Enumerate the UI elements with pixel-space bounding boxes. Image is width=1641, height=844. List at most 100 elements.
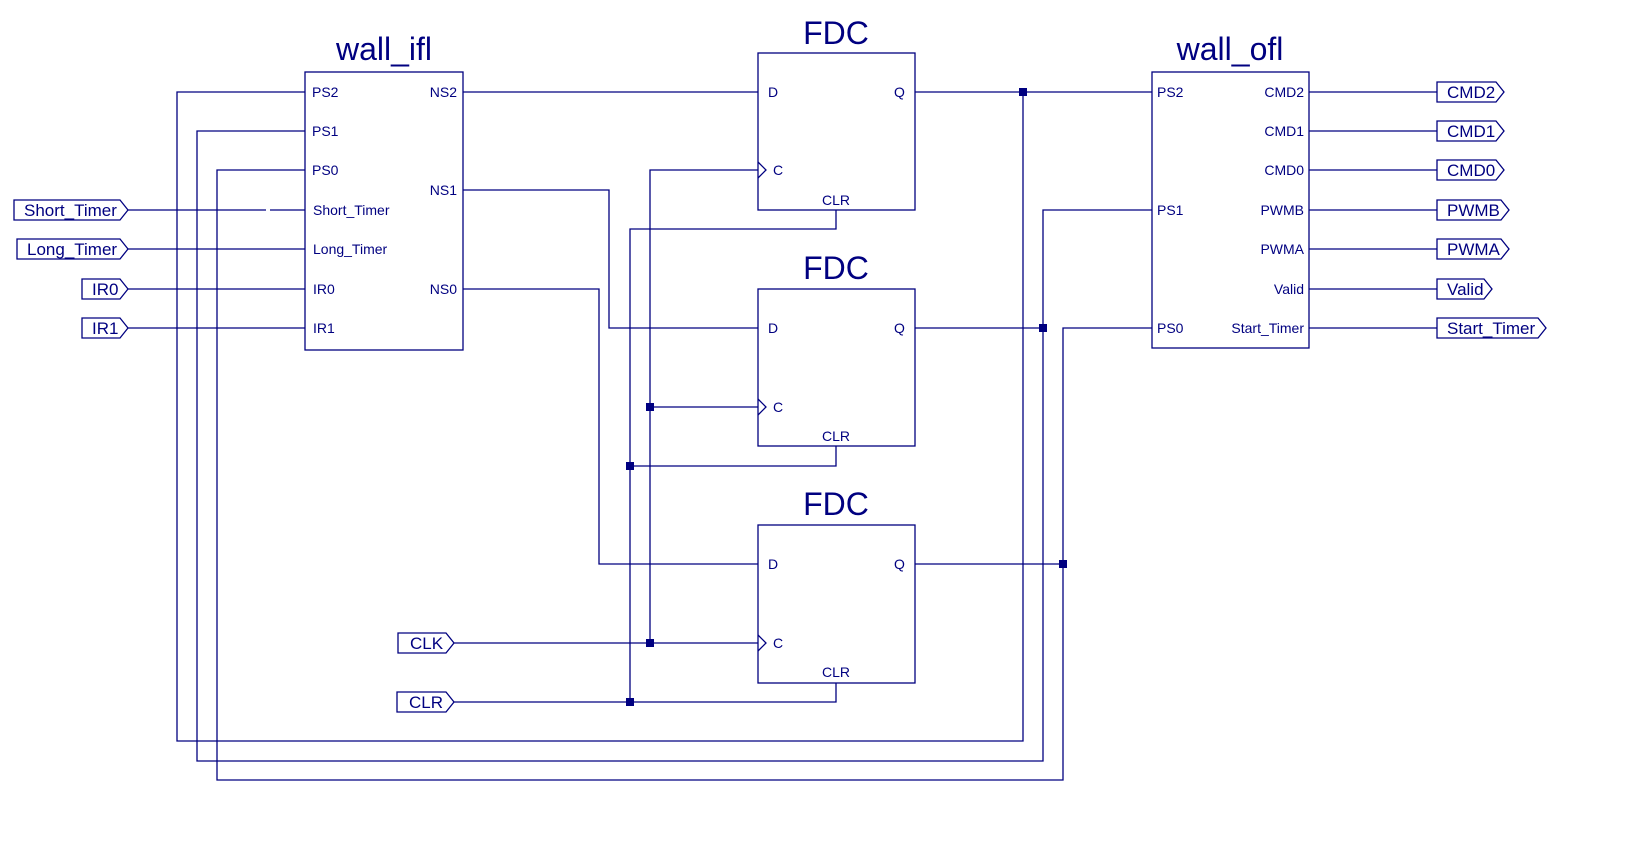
junction-dot: [1059, 560, 1067, 568]
wall-ifl-block[interactable]: wall_ifl PS2 PS1 PS0 Short_Timer Long_Ti…: [304, 31, 464, 351]
wall-ofl-pin-ps1: PS1: [1157, 202, 1184, 218]
fdc1-block[interactable]: FDC D Q C CLR: [757, 15, 916, 211]
output-port-valid-label: Valid: [1447, 280, 1484, 299]
wall-ifl-pin-short-timer: Short_Timer: [313, 202, 390, 218]
input-port-clr[interactable]: CLR: [396, 691, 455, 713]
wall-ofl-pin-ps2: PS2: [1157, 84, 1184, 100]
wall-ifl-pin-ir0: IR0: [313, 281, 335, 297]
output-port-cmd1-label: CMD1: [1447, 122, 1495, 141]
wall-ifl-pin-ns2: NS2: [430, 84, 457, 100]
wall-ifl-pin-ir1: IR1: [313, 320, 335, 336]
fdc2-pin-q: Q: [894, 320, 905, 336]
fdc1-title: FDC: [803, 15, 869, 51]
fdc2-pin-d: D: [768, 320, 778, 336]
input-port-short-timer-label: Short_Timer: [24, 201, 117, 220]
wall-ifl-pin-ps2: PS2: [312, 84, 339, 100]
wire-ns1: [463, 189, 758, 329]
output-port-cmd1[interactable]: CMD1: [1436, 120, 1505, 142]
wire-feedback-ps2: [176, 91, 1024, 742]
output-port-cmd0-label: CMD0: [1447, 161, 1495, 180]
fdc3-pin-d: D: [768, 556, 778, 572]
fdc3-block[interactable]: FDC D Q C CLR: [757, 486, 916, 684]
wall-ofl-pin-cmd0: CMD0: [1264, 162, 1304, 178]
input-port-short-timer[interactable]: Short_Timer: [13, 199, 129, 221]
wire-clr: [454, 683, 837, 703]
wall-ofl-pin-pwmb: PWMB: [1260, 202, 1304, 218]
wall-ofl-pin-ps0: PS0: [1157, 320, 1184, 336]
fdc1-clock-triangle-icon: [757, 161, 767, 179]
fdc2-box: [757, 288, 916, 447]
output-port-pwmb[interactable]: PWMB: [1436, 199, 1510, 221]
fdc2-pin-c: C: [773, 399, 783, 415]
port-arrow-icon: [1436, 278, 1493, 300]
port-arrow-icon: [1436, 81, 1505, 103]
junction-dot: [626, 698, 634, 706]
fdc1-pin-clr: CLR: [822, 192, 850, 208]
wall-ofl-pin-valid: Valid: [1274, 281, 1304, 297]
fdc2-clock-triangle-icon: [757, 398, 767, 416]
input-port-clr-label: CLR: [409, 693, 443, 712]
fdc3-clock-triangle-icon: [757, 634, 767, 652]
junction-dot: [646, 403, 654, 411]
port-arrow-icon: [1436, 159, 1505, 181]
port-arrow-icon: [16, 238, 129, 260]
port-arrow-icon: [397, 632, 455, 654]
port-arrow-icon: [1436, 317, 1547, 339]
output-port-cmd2[interactable]: CMD2: [1436, 81, 1505, 103]
wire-q0-ofl: [1062, 327, 1152, 564]
wire-clk-trunk: [649, 169, 758, 643]
output-port-start-timer[interactable]: Start_Timer: [1436, 317, 1547, 339]
wire-feedback-ps0: [216, 169, 1064, 781]
junction-dot: [646, 639, 654, 647]
wall-ifl-pin-ps0: PS0: [312, 162, 339, 178]
fdc1-pin-q: Q: [894, 84, 905, 100]
fdc2-pin-clr: CLR: [822, 428, 850, 444]
wall-ifl-title: wall_ifl: [335, 31, 432, 67]
output-port-cmd0[interactable]: CMD0: [1436, 159, 1505, 181]
input-port-clk[interactable]: CLK: [397, 632, 455, 654]
port-arrow-icon: [13, 199, 129, 221]
port-arrow-icon: [81, 278, 129, 300]
output-port-pwmb-label: PWMB: [1447, 201, 1500, 220]
wall-ofl-pin-cmd2: CMD2: [1264, 84, 1304, 100]
output-port-pwma[interactable]: PWMA: [1436, 238, 1510, 260]
wall-ofl-block[interactable]: wall_ofl PS2 PS1 PS0 CMD2 CMD1 CMD0 PWMB…: [1151, 31, 1310, 349]
wire-feedback-ps1: [196, 130, 1044, 762]
input-port-long-timer[interactable]: Long_Timer: [16, 238, 129, 260]
input-port-ir0[interactable]: IR0: [81, 278, 129, 300]
junction-dot: [1039, 324, 1047, 332]
port-arrow-icon: [1436, 238, 1510, 260]
wall-ofl-pin-pwma: PWMA: [1260, 241, 1304, 257]
fdc3-box: [757, 524, 916, 684]
junction-dot: [626, 462, 634, 470]
fdc1-pin-d: D: [768, 84, 778, 100]
input-port-ir0-label: IR0: [92, 280, 118, 299]
port-arrow-icon: [1436, 120, 1505, 142]
wall-ifl-box: [304, 71, 464, 351]
fdc3-title: FDC: [803, 486, 869, 522]
fdc3-pin-clr: CLR: [822, 664, 850, 680]
wall-ifl-pin-long-timer: Long_Timer: [313, 241, 388, 257]
input-port-ir1[interactable]: IR1: [81, 317, 129, 339]
fdc2-block[interactable]: FDC D Q C CLR: [757, 250, 916, 447]
fdc3-pin-c: C: [773, 635, 783, 651]
port-arrow-icon: [81, 317, 129, 339]
wire-ns0: [463, 288, 758, 565]
wall-ofl-pin-start-timer: Start_Timer: [1231, 320, 1304, 336]
wall-ofl-pin-cmd1: CMD1: [1264, 123, 1304, 139]
fdc3-pin-q: Q: [894, 556, 905, 572]
output-port-pwma-label: PWMA: [1447, 240, 1501, 259]
output-port-valid[interactable]: Valid: [1436, 278, 1493, 300]
wire-q1-ofl: [1042, 209, 1152, 328]
input-port-clk-label: CLK: [410, 634, 444, 653]
fdc1-box: [757, 52, 916, 211]
output-port-start-timer-label: Start_Timer: [1447, 319, 1536, 338]
input-port-ir1-label: IR1: [92, 319, 118, 338]
wall-ifl-pin-ps1: PS1: [312, 123, 339, 139]
output-port-cmd2-label: CMD2: [1447, 83, 1495, 102]
wall-ifl-pin-ns1: NS1: [430, 182, 457, 198]
wall-ifl-pin-ns0: NS0: [430, 281, 457, 297]
port-arrow-icon: [1436, 199, 1510, 221]
input-port-long-timer-label: Long_Timer: [27, 240, 117, 259]
